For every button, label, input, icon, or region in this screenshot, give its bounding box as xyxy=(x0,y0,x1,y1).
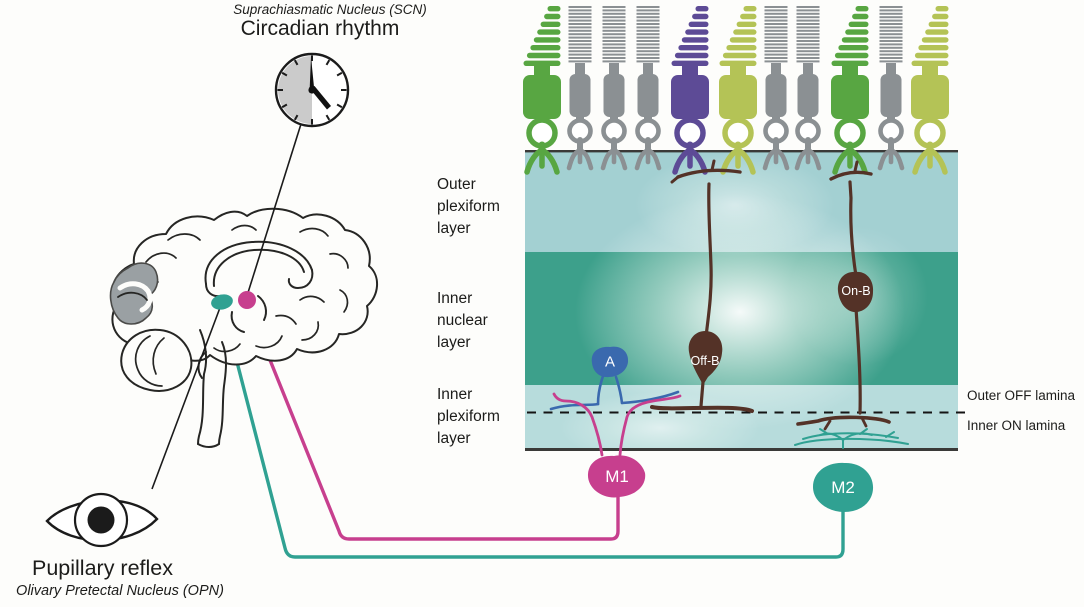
eye-icon xyxy=(45,492,159,548)
rod-photoreceptor xyxy=(794,6,822,171)
ganglion-layer-line xyxy=(525,448,958,451)
cone-photoreceptor xyxy=(671,6,709,175)
clock-to-scn-line xyxy=(245,123,302,300)
m2-label: M2 xyxy=(831,478,855,497)
rod-photoreceptor xyxy=(762,6,790,171)
rod-photoreceptor xyxy=(877,6,905,171)
eye-to-opn-line xyxy=(151,304,222,490)
outer-plexiform-layer-label: Outer plexiform layer xyxy=(437,176,500,238)
opn-subtitle: Olivary Pretectal Nucleus (OPN) xyxy=(16,583,224,599)
circadian-rhythm-title: Circadian rhythm xyxy=(240,17,400,40)
retina-panel xyxy=(525,150,966,451)
scn-subtitle: Suprachiasmatic Nucleus (SCN) xyxy=(233,2,427,17)
scn-dot xyxy=(238,291,256,309)
m2-soma xyxy=(813,462,874,512)
off-bipolar-cell xyxy=(650,159,754,413)
cerebellum-outline xyxy=(120,328,193,392)
cone-photoreceptor xyxy=(523,6,561,175)
pupillary-reflex-title: Pupillary reflex xyxy=(32,556,173,580)
m1-soma xyxy=(587,455,646,498)
inner-plexiform-layer-label: Inner plexiform layer xyxy=(437,386,500,448)
cone-photoreceptor xyxy=(719,6,757,175)
m1-cell xyxy=(552,392,682,498)
visual-cortex-sulcus-gap xyxy=(117,281,153,313)
m1-label: M1 xyxy=(605,467,629,486)
clock-shaded-half xyxy=(278,56,312,124)
cone-photoreceptor xyxy=(831,6,869,175)
clock-icon xyxy=(274,52,350,128)
photoreceptor-row xyxy=(523,6,949,175)
amacrine-soma xyxy=(591,346,629,378)
rod-photoreceptor xyxy=(634,6,662,171)
brain-illustration xyxy=(109,207,378,448)
clock-minute-hand xyxy=(309,57,315,93)
off-bipolar-soma xyxy=(688,331,723,385)
opn-dot xyxy=(211,294,233,310)
eye-pupil xyxy=(87,506,115,534)
inner-on-lamina-label: Inner ON lamina xyxy=(967,418,1066,433)
cone-photoreceptor xyxy=(911,6,949,175)
on-bipolar-cell xyxy=(796,160,891,431)
outer-off-lamina-label: Outer OFF lamina xyxy=(967,388,1076,403)
clock-ticks xyxy=(277,55,347,125)
off-bipolar-label: Off-B xyxy=(690,354,720,368)
amacrine-label: A xyxy=(604,353,616,371)
corpus-callosum xyxy=(204,240,314,333)
rod-photoreceptor xyxy=(600,6,628,171)
m1-to-scn-axon xyxy=(245,302,620,541)
panel-glow xyxy=(560,153,928,450)
cerebellum-folia xyxy=(134,335,165,387)
amacrine-cell xyxy=(549,346,680,411)
m2-dendrites xyxy=(794,428,909,449)
on-bipolar-label: On-B xyxy=(841,284,871,298)
m2-to-opn-axon xyxy=(220,303,845,559)
visual-cortex-sulcus-line xyxy=(117,291,148,301)
rod-photoreceptor xyxy=(566,6,594,171)
on-bipolar-soma xyxy=(837,271,874,313)
inner-nuclear-layer-label: Inner nuclear layer xyxy=(437,290,488,352)
